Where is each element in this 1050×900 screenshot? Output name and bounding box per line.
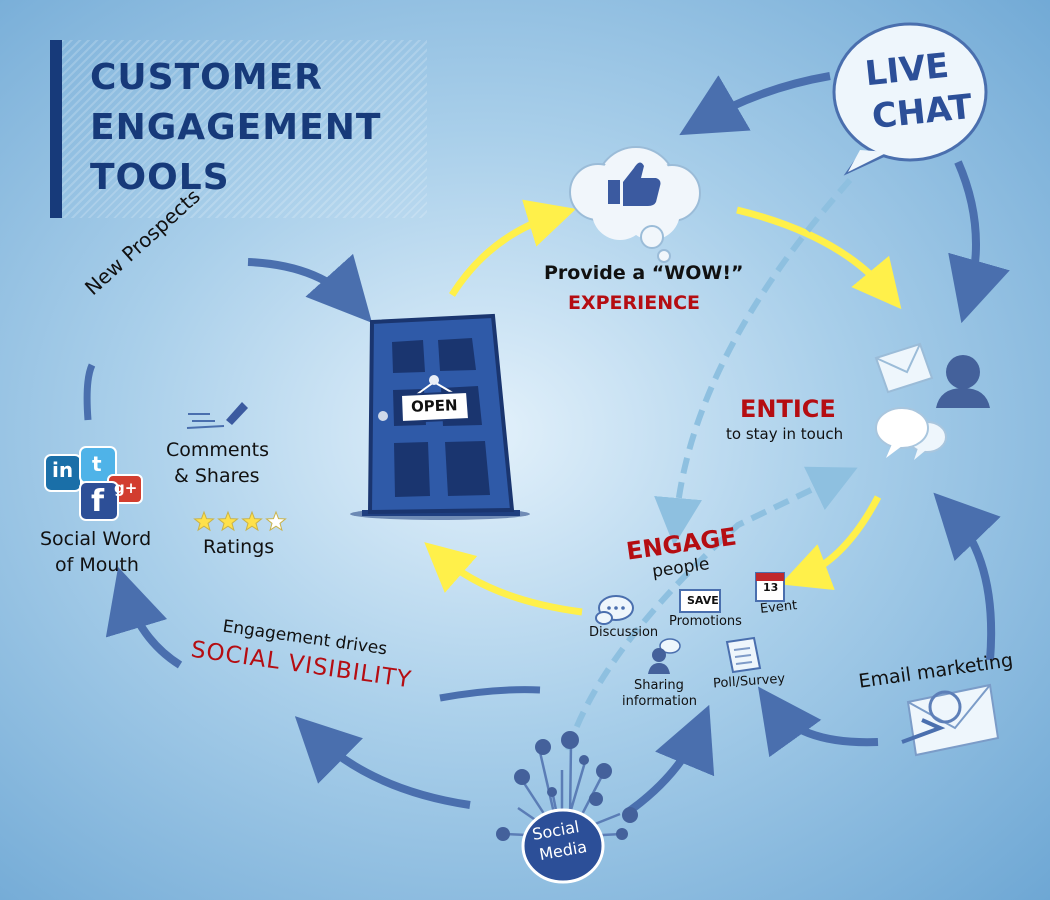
twitter-node-icon (622, 807, 638, 823)
pencil-icon (186, 402, 248, 429)
sharing-person-icon (648, 638, 681, 674)
dashed-arrow-media-to-entice (565, 466, 858, 751)
social-logos-cluster (44, 446, 143, 521)
ratings-label: Ratings (203, 536, 275, 558)
social-wom-line-2: of Mouth (55, 554, 139, 576)
email-at-icon (901, 683, 1000, 757)
wow-line-2: EXPERIENCE (568, 292, 701, 314)
live-chat-bubble (832, 22, 988, 176)
social-media-hub (496, 731, 638, 884)
engage-save-label: SAVE (687, 594, 719, 607)
arrow-left-arc (83, 363, 96, 421)
entice-title: ENTICE (740, 395, 836, 423)
star-filled-icon (217, 510, 239, 532)
discussion-icon (595, 595, 634, 625)
save-tag-icon (679, 589, 721, 613)
title-line-2: ENGAGEMENT (90, 107, 382, 148)
arrow-livechat-to-wow (679, 72, 831, 136)
arrow-media-to-engage (625, 704, 715, 816)
entice-subtitle: to stay in touch (726, 425, 844, 443)
gplus-node-icon (596, 763, 612, 779)
cart-node-icon (514, 769, 530, 785)
yellow-arrow-door-to-wow (449, 199, 577, 297)
facebook-glyph: f (91, 484, 105, 519)
star-filled-icon (241, 510, 263, 532)
title-line-1: CUSTOMER (90, 57, 323, 98)
arrow-media-to-left (294, 716, 471, 809)
engage-sharing-line-1: Sharing (634, 678, 684, 693)
yellow-arrow-wow-to-entice (736, 206, 902, 310)
person-icon (936, 355, 990, 408)
engage-sharing-line-2: information (622, 694, 698, 709)
calendar-icon (755, 572, 785, 602)
comments-line-1: Comments (166, 439, 269, 461)
poll-clipboard-icon (725, 636, 762, 674)
yellow-arrow-entice-to-engage (780, 495, 882, 591)
heart-node-icon (547, 787, 557, 797)
facebook-icon (79, 481, 119, 521)
pinterest-node-icon (616, 828, 628, 840)
facebook-node-icon (561, 731, 579, 749)
star-empty-icon (265, 510, 287, 532)
arrow-visibility-line (439, 686, 541, 702)
arrow-visibility-to-wom (105, 567, 183, 669)
chat-node-icon (579, 755, 589, 765)
dashed-arrow-livechat-to-engage (654, 178, 853, 546)
engage-event-day: 13 (763, 581, 779, 594)
wordpress-node-icon (496, 827, 510, 841)
linkedin-glyph: in (52, 458, 74, 482)
title-line-3: TOOLS (90, 157, 230, 198)
comments-line-2: & Shares (174, 465, 260, 487)
arrow-livechat-down (948, 160, 1010, 324)
like-cloud-icon (569, 146, 701, 263)
door-sign-label: OPEN (410, 396, 458, 416)
twitter-glyph: t (92, 452, 102, 476)
arrow-email-up (933, 492, 1001, 661)
gplus-glyph: g+ (114, 479, 138, 497)
engage-discussion-label: Discussion (589, 625, 659, 640)
arrow-prospects-to-door (247, 253, 373, 323)
mail-node-icon (589, 792, 603, 806)
envelope-icon (874, 342, 934, 394)
chat-bubbles-icon (875, 407, 947, 460)
open-door-icon (350, 313, 530, 520)
linkedin-node-icon (535, 739, 551, 755)
wow-line-1: Provide a “WOW!” (544, 262, 744, 284)
social-wom-line-1: Social Word (40, 528, 152, 550)
yellow-arrow-engage-to-door (424, 542, 583, 616)
title-panel (50, 40, 427, 218)
engage-promotions-label: Promotions (669, 614, 742, 629)
star-filled-icon (193, 510, 215, 532)
rating-stars (193, 510, 287, 532)
arrow-email-to-engage (757, 686, 879, 758)
